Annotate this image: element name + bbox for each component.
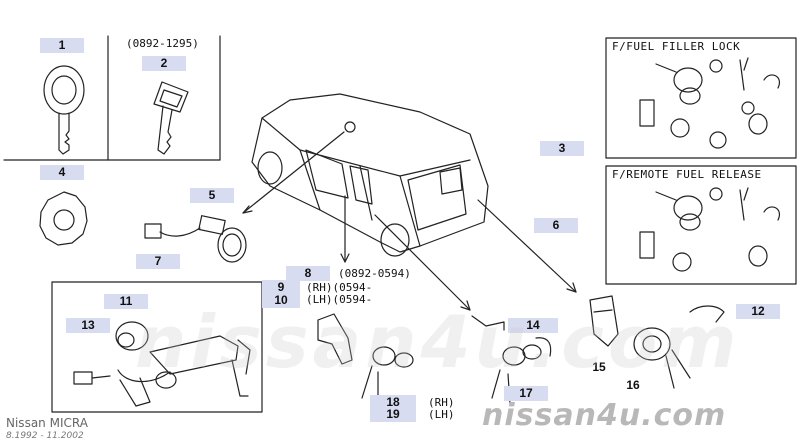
note-item18-rh: (RH) — [428, 396, 455, 409]
callout-15: 15 — [592, 360, 606, 374]
callout-13: 13 — [66, 318, 110, 333]
callout-6: 6 — [534, 218, 578, 233]
note-item8-period: (0892-0594) — [338, 267, 411, 280]
note-item10-lh: (LH)(0594- — [306, 293, 373, 306]
callout-7: 7 — [136, 254, 180, 269]
production-years: 8.1992 - 11.2002 — [6, 431, 84, 441]
callout-1: 1 — [40, 38, 84, 53]
model-name: Nissan MICRA — [6, 416, 88, 430]
callout-19: 19 — [370, 407, 416, 422]
fuel-filler-parts — [639, 57, 780, 149]
note-item19-lh: (LH) — [428, 408, 455, 421]
callout-4: 4 — [40, 165, 84, 180]
callout-17: 17 — [504, 386, 548, 401]
rear-lock-parts — [589, 295, 725, 389]
callout-9: 9 — [262, 280, 300, 295]
box-title-remote-fuel: F/REMOTE FUEL RELEASE — [612, 168, 762, 181]
callout-18: 18 — [370, 395, 416, 410]
watermark-faint: nissan4u.com — [135, 300, 741, 384]
box-title-fuel-filler: F/FUEL FILLER LOCK — [612, 40, 741, 53]
key-drawing — [153, 81, 189, 155]
remote-fuel-parts — [639, 187, 780, 272]
callout-11: 11 — [104, 294, 148, 309]
master-key-drawing — [43, 65, 85, 155]
callout-14: 14 — [508, 318, 558, 333]
note-item9-rh: (RH)(0594- — [306, 281, 373, 294]
frame-lines — [3, 35, 797, 413]
callout-8: 8 — [286, 266, 330, 281]
callout-12: 12 — [736, 304, 780, 319]
leader-arrows — [242, 131, 577, 311]
callout-16: 16 — [626, 378, 640, 392]
note-key2-period: (0892-1295) — [126, 37, 199, 50]
callout-3: 3 — [540, 141, 584, 156]
steering-lock-drawing — [73, 321, 251, 407]
callout-2: 2 — [142, 56, 186, 71]
car-drawing — [251, 93, 489, 257]
callout-10: 10 — [262, 293, 300, 308]
watermark: nissan4u.com — [482, 398, 727, 433]
cap-drawing — [39, 191, 88, 246]
ring-harness-drawing — [144, 215, 247, 263]
callout-5: 5 — [190, 188, 234, 203]
